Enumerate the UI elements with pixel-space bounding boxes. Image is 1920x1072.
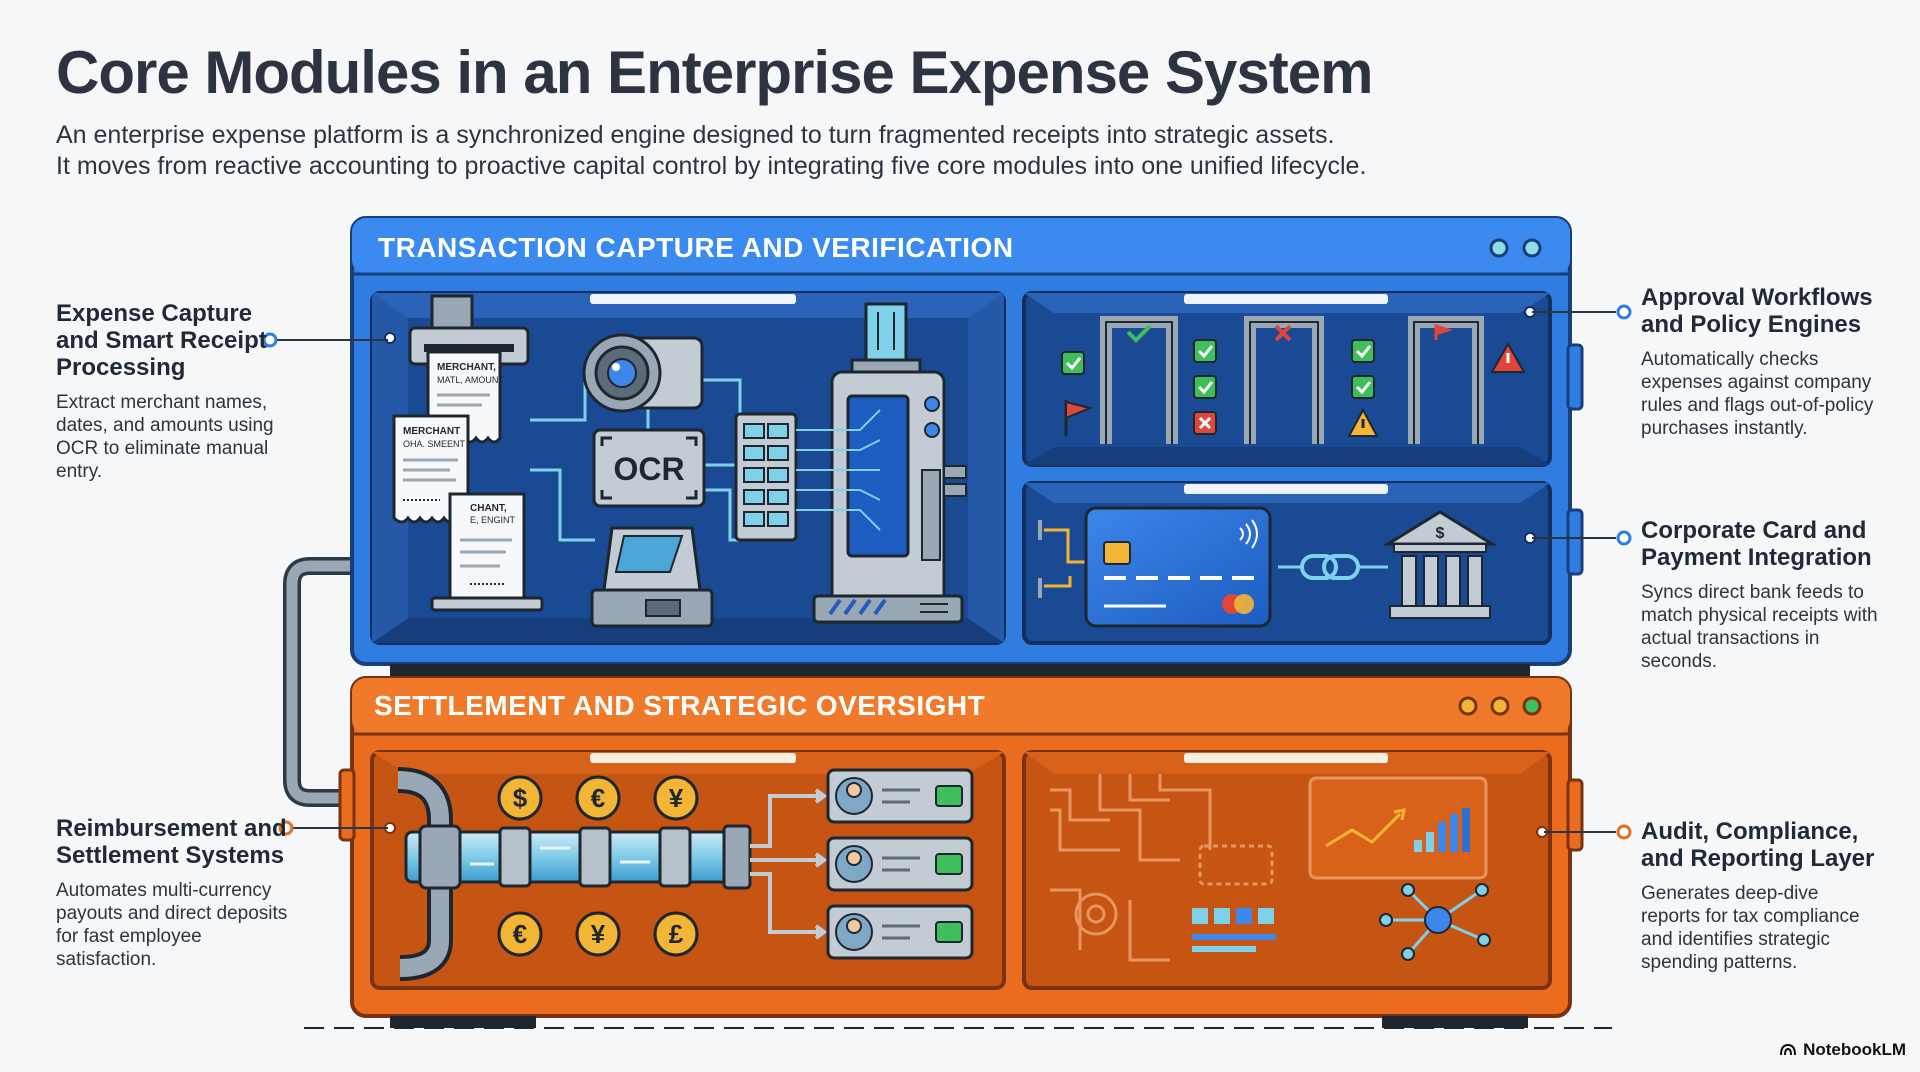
module-description: Extract merchant names, dates, and amoun… bbox=[56, 392, 274, 482]
module-description: Generates deep-dive reports for tax comp… bbox=[1641, 883, 1860, 973]
data-blocks-icon bbox=[1192, 908, 1276, 952]
coin-icon: ¥ bbox=[653, 775, 699, 821]
data-sheet-icon bbox=[734, 412, 798, 542]
window-dot-icon bbox=[1458, 696, 1478, 716]
gate-icon bbox=[1100, 316, 1178, 444]
subtitle-line-1: An enterprise expense platform is a sync… bbox=[56, 121, 1335, 149]
panel-title-top: TRANSACTION CAPTURE AND VERIFICATION bbox=[378, 232, 1014, 263]
network-icon bbox=[1379, 883, 1491, 961]
scanner-icon bbox=[590, 526, 714, 628]
circuit-board-icon bbox=[1050, 774, 1488, 962]
bar-chart-icon bbox=[1414, 808, 1470, 852]
svg-text:£: £ bbox=[669, 919, 684, 949]
module-expense-capture: Expense Capture and Smart Receipt Proces… bbox=[56, 300, 286, 483]
coin-icon: ¥ bbox=[575, 911, 621, 957]
warning-icon bbox=[1347, 407, 1379, 437]
check-icon bbox=[1193, 339, 1217, 363]
callout-lines bbox=[276, 311, 1616, 833]
check-icon bbox=[1351, 375, 1375, 399]
camera-icon bbox=[582, 333, 704, 413]
window-dot-icon bbox=[1490, 696, 1510, 716]
receipt-text: E, ENGINT bbox=[470, 515, 516, 525]
module-corporate-card: Corporate Card and Payment Integration S… bbox=[1641, 517, 1881, 673]
connector-pipe bbox=[283, 557, 361, 807]
page-subtitle: An enterprise expense platform is a sync… bbox=[56, 120, 1366, 182]
module-title: Audit, Compliance, and Reporting Layer bbox=[1641, 818, 1881, 872]
module-description: Automates multi-currency payouts and dir… bbox=[56, 880, 288, 970]
notebooklm-logo-icon bbox=[1780, 1043, 1797, 1056]
server-icon bbox=[796, 302, 967, 624]
recipient-card bbox=[826, 768, 974, 824]
gate-icon bbox=[1244, 316, 1324, 444]
brand-name: NotebookLM bbox=[1803, 1040, 1906, 1059]
panel-settlement-oversight bbox=[304, 676, 1612, 1029]
coin-icon: € bbox=[575, 775, 621, 821]
svg-text:€: € bbox=[513, 919, 527, 949]
module-title-line: Payment Integration bbox=[1641, 544, 1872, 571]
panel-transaction-capture: MERCHANT, MATL, AMOUNT MERCHANT OHA. SME… bbox=[350, 216, 1584, 678]
subtitle-line-2: It moves from reactive accounting to pro… bbox=[56, 152, 1367, 180]
coin-icon: € bbox=[497, 911, 543, 957]
receipt-text: MERCHANT bbox=[403, 426, 460, 437]
approval-cavity bbox=[1022, 291, 1552, 467]
warning-icon bbox=[1490, 341, 1526, 373]
reject-icon bbox=[1193, 411, 1217, 435]
module-title-line: Expense Capture bbox=[56, 300, 253, 327]
module-description: Automatically checks expenses against co… bbox=[1641, 349, 1874, 439]
ocr-label: OCR bbox=[613, 451, 684, 487]
module-title-line: and Policy Engines bbox=[1641, 311, 1862, 338]
module-title: Reimbursement and Settlement Systems bbox=[56, 815, 296, 869]
module-title-line: and Reporting Layer bbox=[1641, 845, 1875, 872]
receipt-text: MATL, AMOUNT bbox=[437, 375, 504, 385]
module-reimbursement: Reimbursement and Settlement Systems Aut… bbox=[56, 815, 296, 971]
check-icon bbox=[1351, 339, 1375, 363]
module-title: Expense Capture and Smart Receipt Proces… bbox=[56, 300, 286, 381]
receipt-text: OHA. SMEENT bbox=[403, 439, 466, 449]
gate-icon bbox=[1408, 316, 1484, 444]
module-audit-compliance: Audit, Compliance, and Reporting Layer G… bbox=[1641, 818, 1881, 974]
coin-icon: £ bbox=[653, 911, 699, 957]
module-title-line: Processing bbox=[56, 354, 186, 381]
bank-symbol: $ bbox=[1436, 525, 1445, 542]
check-icon bbox=[1061, 351, 1085, 375]
module-title: Corporate Card and Payment Integration bbox=[1641, 517, 1881, 571]
window-dot-icon bbox=[1522, 696, 1542, 716]
module-title-line: Corporate Card and bbox=[1641, 517, 1867, 544]
svg-text:¥: ¥ bbox=[591, 919, 606, 949]
svg-text:$: $ bbox=[513, 783, 528, 813]
payout-pipe-icon bbox=[397, 767, 752, 981]
bank-icon: $ bbox=[1382, 510, 1498, 619]
check-icon bbox=[1193, 375, 1217, 399]
receipt-text: CHANT, bbox=[470, 503, 507, 514]
ocr-icon: OCR bbox=[592, 428, 706, 508]
receipt-icon: CHANT, E, ENGINT bbox=[430, 492, 544, 612]
svg-text:¥: ¥ bbox=[669, 783, 684, 813]
panel-title-bottom: SETTLEMENT AND STRATEGIC OVERSIGHT bbox=[374, 690, 986, 721]
window-dot-icon bbox=[1489, 238, 1509, 258]
brand-badge: NotebookLM bbox=[1779, 1040, 1906, 1060]
module-title-line: Approval Workflows bbox=[1641, 284, 1873, 311]
receipt-text: MERCHANT, bbox=[437, 362, 496, 373]
currency-coins: $ € ¥ € ¥ £ bbox=[497, 775, 699, 957]
module-approval-workflows: Approval Workflows and Policy Engines Au… bbox=[1641, 284, 1881, 440]
module-title-line: Audit, Compliance, bbox=[1641, 818, 1859, 845]
coin-icon: $ bbox=[497, 775, 543, 821]
credit-card-icon bbox=[1084, 506, 1272, 628]
module-title-line: Settlement Systems bbox=[56, 842, 285, 869]
svg-text:€: € bbox=[591, 783, 605, 813]
module-title-line: and Smart Receipt bbox=[56, 327, 267, 354]
recipient-card bbox=[826, 836, 974, 892]
page-title: Core Modules in an Enterprise Expense Sy… bbox=[56, 39, 1373, 106]
module-title: Approval Workflows and Policy Engines bbox=[1641, 284, 1881, 338]
module-title-line: Reimbursement and bbox=[56, 815, 287, 842]
callout-dots bbox=[262, 304, 1632, 840]
payout-arrows bbox=[750, 788, 828, 940]
recipient-card bbox=[826, 904, 974, 960]
window-dot-icon bbox=[1522, 238, 1542, 258]
module-description: Syncs direct bank feeds to match physica… bbox=[1641, 582, 1878, 672]
flag-icon bbox=[1064, 400, 1094, 436]
link-icon bbox=[1278, 554, 1388, 580]
